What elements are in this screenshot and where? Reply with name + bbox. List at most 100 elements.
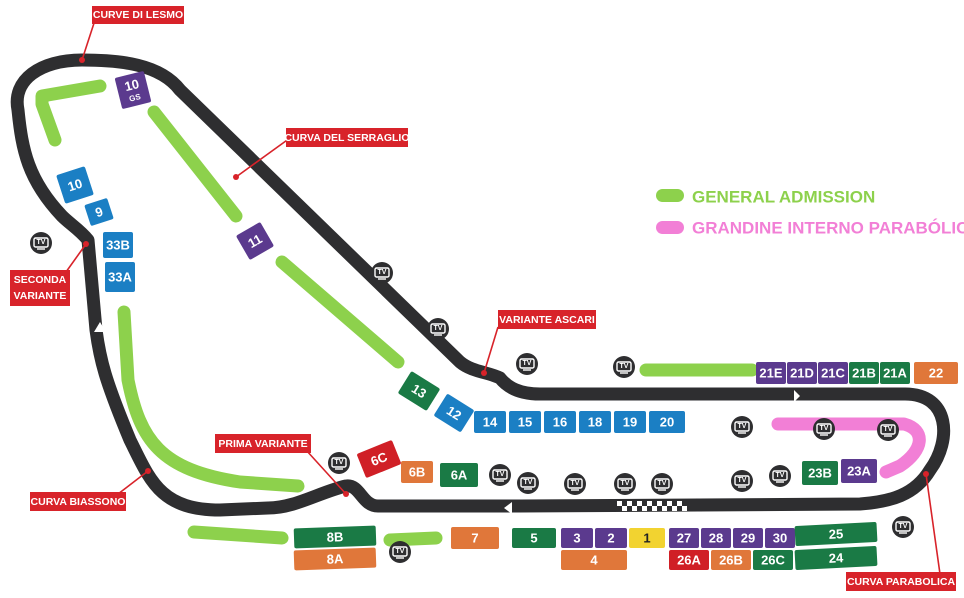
tv-label: TV (899, 523, 908, 530)
stand-19[interactable]: 19 (614, 411, 646, 433)
tv-label: TV (434, 325, 443, 332)
legend-label-general-admission: GENERAL ADMISSION (692, 188, 875, 207)
stand-label: 8A (326, 551, 344, 567)
stand-background (753, 550, 793, 570)
stand-21d[interactable]: 21D (787, 362, 817, 384)
stand-14[interactable]: 14 (474, 411, 506, 433)
grandine-interno-parabolica-zone (771, 417, 926, 479)
tv-label: TV (738, 477, 747, 484)
stand-28[interactable]: 28 (701, 528, 731, 548)
stand-label: 5 (530, 531, 537, 546)
tv-label: TV (884, 426, 893, 433)
stand-background (765, 528, 795, 548)
stand-background (105, 262, 135, 292)
stand-background (802, 461, 838, 485)
stand-16[interactable]: 16 (544, 411, 576, 433)
stand-background (841, 459, 877, 483)
tv-icon: TV (427, 318, 449, 340)
stand-33a[interactable]: 33A (105, 262, 135, 292)
stand-2[interactable]: 2 (595, 528, 627, 548)
stand-background (401, 461, 433, 483)
stand-5[interactable]: 5 (512, 528, 556, 548)
stand-22[interactable]: 22 (914, 362, 958, 384)
tv-label: TV (658, 480, 667, 487)
stand-8b[interactable]: 8B (293, 525, 377, 549)
stand-6c[interactable]: 6C (357, 440, 402, 478)
tv-label: TV (621, 480, 630, 487)
stand-18[interactable]: 18 (579, 411, 611, 433)
stand-label: 14 (483, 415, 498, 430)
stand-21e[interactable]: 21E (756, 362, 786, 384)
tv-icon: TV (614, 473, 636, 495)
stand-label: 21A (883, 366, 907, 381)
stand-label: 10 (66, 176, 84, 195)
callout-curva-biassono: CURVA BIASSONO (30, 468, 151, 511)
stand-23a[interactable]: 23A (841, 459, 877, 483)
stand-4[interactable]: 4 (561, 550, 627, 570)
stand-1[interactable]: 1 (629, 528, 665, 548)
stand-21a[interactable]: 21A (880, 362, 910, 384)
stand-background (544, 411, 576, 433)
stand-background (756, 362, 786, 384)
stand-21c[interactable]: 21C (818, 362, 848, 384)
stand-background (103, 232, 133, 258)
stand-label: 28 (709, 531, 723, 546)
ga-zone-start (187, 525, 289, 545)
stand-25[interactable]: 25 (794, 521, 878, 547)
stand-23b[interactable]: 23B (802, 461, 838, 485)
stand-26b[interactable]: 26B (711, 550, 751, 570)
stand-background (733, 528, 763, 548)
stand-6a[interactable]: 6A (440, 463, 478, 487)
stand-label: 23A (847, 464, 871, 479)
stand-8a[interactable]: 8A (293, 547, 377, 571)
stand-26a[interactable]: 26A (669, 550, 709, 570)
tv-icon: TV (564, 473, 586, 495)
tv-icon: TV (517, 472, 539, 494)
stand-33b[interactable]: 33B (103, 232, 133, 258)
stand-label: 26B (719, 553, 743, 568)
stand-label: 21B (852, 366, 876, 381)
stand-7[interactable]: 7 (451, 527, 499, 549)
stand-label: 6A (451, 468, 468, 483)
stand-label: 23B (808, 466, 832, 481)
stand-21b[interactable]: 21B (849, 362, 879, 384)
stand-background (84, 198, 114, 226)
tv-label: TV (524, 479, 533, 486)
callout-variante-ascari: VARIANTE ASCARI (481, 310, 596, 376)
stand-background (434, 394, 474, 432)
stand-10[interactable]: 10 (56, 166, 94, 204)
stand-26c[interactable]: 26C (753, 550, 793, 570)
tv-label: TV (571, 480, 580, 487)
stand-label: 4 (590, 553, 598, 568)
stand-label: 11 (245, 231, 264, 251)
tv-label: TV (335, 459, 344, 466)
callout-label-line1: SECONDA (14, 274, 67, 286)
stand-13[interactable]: 13 (398, 371, 441, 411)
callout-curva-del-serraglio: CURVA DEL SERRAGLIO (233, 128, 410, 180)
stand-27[interactable]: 27 (669, 528, 699, 548)
stand-background (794, 521, 878, 547)
track-direction-marker (504, 502, 512, 514)
stand-30[interactable]: 30 (765, 528, 795, 548)
stand-label: 15 (518, 415, 532, 430)
stand-24[interactable]: 24 (794, 545, 878, 571)
stand-11[interactable]: 11 (236, 222, 274, 260)
stand-6b[interactable]: 6B (401, 461, 433, 483)
stand-15[interactable]: 15 (509, 411, 541, 433)
stand-label: 1 (643, 531, 650, 546)
callout-label-line2: VARIANTE (14, 290, 67, 302)
stand-12[interactable]: 12 (434, 393, 475, 432)
stand-label: 26A (677, 553, 701, 568)
stand-20[interactable]: 20 (649, 411, 685, 433)
ga-zone-near-8b (383, 531, 443, 547)
stand-9[interactable]: 9 (84, 198, 114, 226)
stand-label: 25 (828, 526, 843, 542)
stand-background (629, 528, 665, 548)
stand-label: 24 (828, 550, 844, 566)
tv-label: TV (523, 360, 532, 367)
stand-3[interactable]: 3 (561, 528, 593, 548)
stand-label: 20 (660, 415, 674, 430)
stand-background (614, 411, 646, 433)
stand-29[interactable]: 29 (733, 528, 763, 548)
